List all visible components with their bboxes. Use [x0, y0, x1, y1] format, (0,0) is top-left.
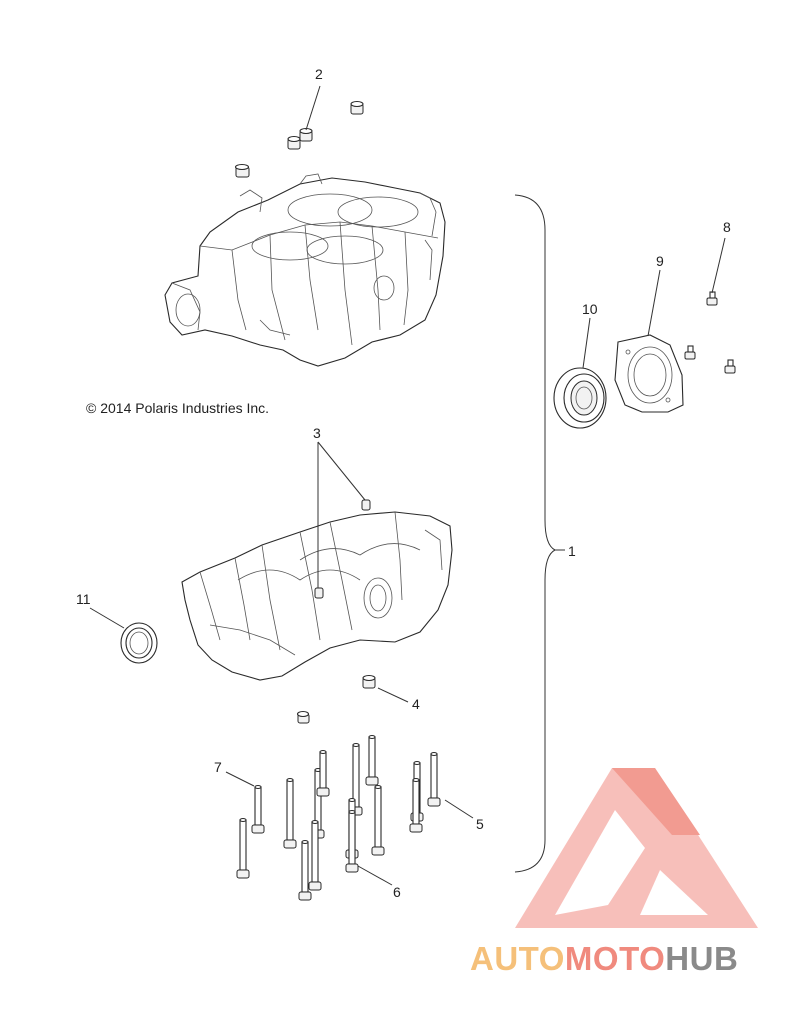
seal-10: [553, 367, 607, 429]
bolt: [251, 784, 265, 834]
callout-5: 5: [476, 816, 484, 832]
watermark-hub: HUB: [665, 940, 739, 977]
callout-10: 10: [582, 301, 598, 317]
seal-11: [120, 622, 158, 664]
callout-8: 8: [723, 219, 731, 235]
bolts: [236, 734, 441, 901]
bolt: [427, 751, 441, 807]
screws-8: [684, 291, 736, 374]
callout-11: 11: [76, 591, 91, 607]
callout-7: 7: [214, 759, 222, 775]
dowel-pins-2: [234, 100, 364, 178]
watermark-auto: AUTO: [470, 940, 565, 977]
bolt: [316, 749, 330, 797]
watermark-text: AUTOMOTOHUB: [470, 940, 738, 978]
bolt: [409, 777, 423, 833]
watermark-moto: MOTO: [564, 940, 666, 977]
callout-9: 9: [656, 253, 664, 269]
bracket-1: [514, 194, 557, 873]
bolt: [283, 777, 297, 849]
lower-crankcase: [181, 499, 453, 681]
watermark-logo: [515, 768, 758, 928]
bolt: [371, 784, 385, 856]
dowels-4: [296, 674, 376, 724]
callout-6: 6: [393, 884, 401, 900]
bolt: [308, 819, 322, 891]
cover-9: [614, 334, 684, 413]
copyright-text: © 2014 Polaris Industries Inc.: [86, 400, 270, 416]
bolt: [298, 839, 312, 901]
leader-lines: [89, 85, 726, 886]
upper-crankcase: [164, 173, 446, 367]
callout-4: 4: [412, 696, 420, 712]
callout-1: 1: [568, 543, 576, 559]
bolt: [236, 817, 250, 879]
bolt: [365, 734, 379, 786]
callout-2: 2: [315, 66, 323, 82]
callout-3: 3: [313, 425, 321, 441]
bolt: [345, 809, 359, 873]
